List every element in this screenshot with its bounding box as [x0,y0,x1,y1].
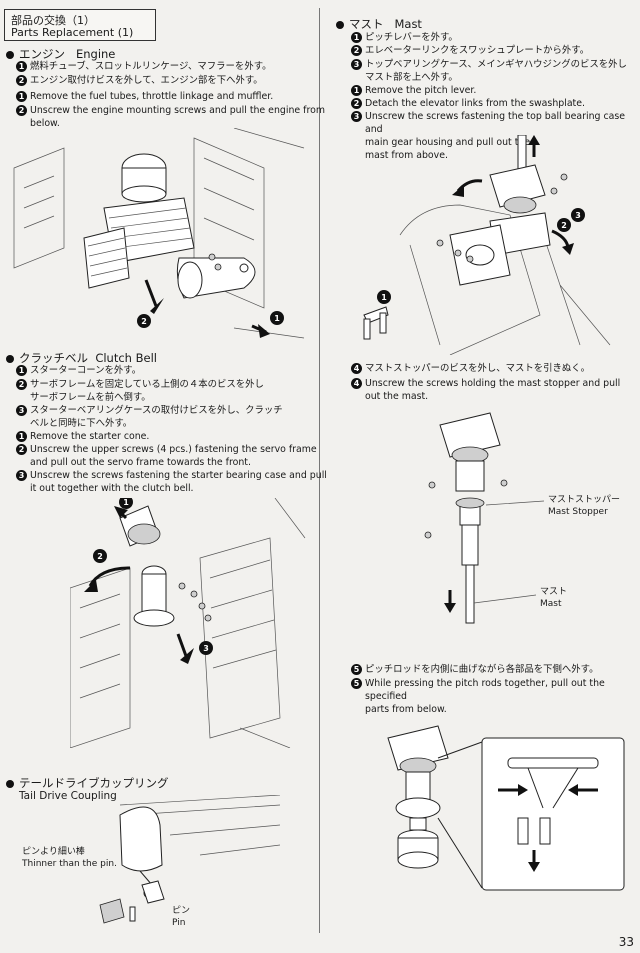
svg-text:3: 3 [203,644,209,653]
mast-stopper-illustration [424,412,545,624]
label-thinner-than-pin-en: Thinner than the pin. [22,859,117,869]
column-divider [319,8,320,933]
section-header-box: 部品の交換（1） Parts Replacement (1) [4,9,156,41]
svg-text:2: 2 [97,552,103,561]
bullet-icon [6,50,14,59]
mast-removal-illustration: 2 3 1 [363,135,611,355]
label-thinner-than-pin-jp: ピンより細い棒 [22,847,85,857]
svg-text:2: 2 [561,221,567,230]
engine-removal-illustration: 2 1 [13,128,305,339]
svg-text:3: 3 [575,211,581,220]
pitch-rod-illustration [387,725,625,891]
label-mast-stopper-en: Mast Stopper [548,507,608,517]
clutch-heading: クラッチベル Clutch Bell [6,350,157,366]
clutch-bell-illustration: 1 2 3 [70,498,306,748]
svg-text:2: 2 [141,317,147,326]
page-number: 33 [618,935,634,949]
svg-text:1: 1 [381,293,387,302]
label-mast-en: Mast [540,599,562,609]
svg-text:1: 1 [123,498,129,507]
tail-coupling-heading: テールドライブカップリング [6,775,169,791]
bullet-icon [6,354,14,363]
bullet-icon [6,779,14,788]
bullet-icon [336,20,344,29]
header-title-en: Parts Replacement (1) [11,26,134,39]
svg-text:1: 1 [274,314,280,323]
engine-heading: エンジン Engine [6,46,115,62]
label-mast-stopper-jp: マストストッパー [548,495,621,505]
header-title-jp: 部品の交換（1） [11,14,95,27]
label-pin-en: Pin [172,918,186,928]
mast-heading: マスト Mast [336,16,422,32]
tail-coupling-illustration [99,795,280,924]
label-pin-jp: ピン [172,906,191,916]
tail-coupling-heading-en: Tail Drive Coupling [19,790,117,802]
label-mast-jp: マスト [540,587,568,597]
